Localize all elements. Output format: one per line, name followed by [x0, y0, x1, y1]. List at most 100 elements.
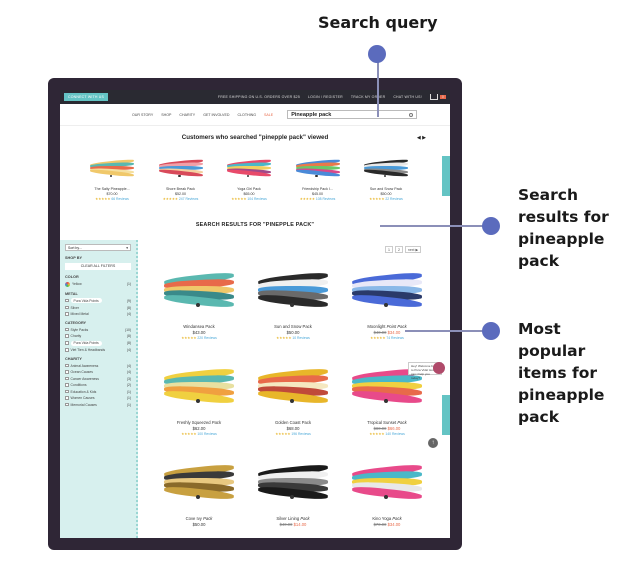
product-name[interactable]: Golden Coast Pack: [274, 420, 312, 425]
product-name[interactable]: Moonlight Point Pack: [367, 324, 407, 329]
product-name[interactable]: The Salty Pineapple...: [94, 187, 130, 191]
page-1[interactable]: 1: [385, 246, 393, 253]
review-count[interactable]: 74 Reviews: [386, 336, 404, 340]
sort-select[interactable]: Sort by... ▾: [65, 244, 131, 251]
filter-option[interactable]: Women Causes(1): [65, 396, 131, 400]
checkbox[interactable]: [65, 396, 69, 400]
filter-option[interactable]: Education & Kids(1): [65, 390, 131, 394]
checkbox[interactable]: [65, 402, 69, 407]
product-name[interactable]: Windansea Pack: [183, 324, 215, 329]
filter-option[interactable]: Charity(8): [65, 334, 131, 338]
review-count[interactable]: 100 Reviews: [197, 432, 217, 436]
filter-option[interactable]: Silver(8): [65, 306, 131, 310]
viewed-product-card[interactable]: The Salty Pineapple...$70.00★★★★★ 66 Rev…: [84, 153, 140, 201]
result-product-card[interactable]: Sun and Snow Pack$50.00★★★★★ 10 Reviews: [246, 260, 340, 354]
page-2[interactable]: 2: [394, 246, 403, 253]
chat-avatar[interactable]: [433, 362, 445, 374]
search-icon[interactable]: [409, 112, 414, 117]
filter-option[interactable]: Memorial Causes(1): [65, 403, 131, 407]
product-image[interactable]: [295, 153, 340, 183]
viewed-product-card[interactable]: Yoga Girl Pack$65.00★★★★★ 104 Reviews: [221, 153, 277, 201]
review-count[interactable]: 220 Reviews: [197, 336, 217, 340]
checkbox[interactable]: [65, 348, 69, 352]
checkbox[interactable]: [65, 298, 69, 303]
checkbox[interactable]: [65, 334, 69, 338]
reviews-side-tab[interactable]: [442, 156, 450, 196]
nav-sale[interactable]: SALE: [264, 112, 274, 117]
product-name[interactable]: Freshly Squeezed Pack: [176, 420, 222, 425]
checkbox[interactable]: [65, 327, 69, 332]
product-image[interactable]: [163, 452, 235, 512]
nav-our-story[interactable]: OUR STORY: [132, 112, 154, 117]
product-image[interactable]: [89, 153, 135, 183]
product-image[interactable]: [351, 260, 423, 320]
review-count[interactable]: 140 Reviews: [385, 432, 405, 436]
nav-charity[interactable]: CHARITY: [179, 112, 196, 117]
product-image[interactable]: [226, 153, 272, 183]
filter-option[interactable]: Pura Vida Points(9): [65, 298, 131, 303]
product-image[interactable]: [257, 356, 329, 416]
checkbox[interactable]: [65, 305, 69, 310]
checkbox[interactable]: [65, 389, 69, 394]
product-image[interactable]: [351, 356, 423, 416]
checkbox[interactable]: [65, 383, 69, 387]
clear-filters-button[interactable]: CLEAR ALL FILTERS: [65, 263, 131, 270]
product-image[interactable]: [257, 452, 329, 512]
review-count[interactable]: 247 Reviews: [178, 197, 199, 201]
checkbox[interactable]: [65, 312, 69, 316]
filter-option[interactable]: Style Packs(10): [65, 328, 131, 332]
result-product-card[interactable]: Moonlight Point Pack$40.00 $34.00★★★★★ 7…: [340, 260, 434, 354]
result-product-card[interactable]: Cove Ivy Pack$50.00: [152, 452, 246, 538]
checkbox[interactable]: [65, 341, 69, 345]
product-image[interactable]: [158, 153, 203, 183]
product-image[interactable]: [163, 260, 235, 320]
rewards-side-tab[interactable]: [442, 395, 450, 435]
checkbox[interactable]: [65, 363, 69, 368]
product-name[interactable]: Kino Yoga Pack: [372, 516, 402, 521]
product-name[interactable]: Sun and Snow Pack: [369, 187, 403, 191]
checkbox[interactable]: [65, 376, 69, 381]
product-image[interactable]: [257, 260, 329, 320]
filter-option[interactable]: Mixed Metal(4): [65, 312, 131, 316]
cart-icon[interactable]: [429, 94, 438, 100]
color-filter-yellow[interactable]: Yellow (1): [65, 281, 131, 287]
result-product-card[interactable]: Windansea Pack$43.00★★★★★ 220 Reviews: [152, 260, 246, 354]
chat-link[interactable]: CHAT WITH US!: [393, 95, 422, 99]
review-count[interactable]: 22 Reviews: [385, 197, 403, 201]
search-input[interactable]: Pineapple pack: [287, 110, 418, 119]
product-name[interactable]: Tropical Sunset Pack: [367, 420, 407, 425]
connect-button[interactable]: CONNECT WITH US: [64, 93, 108, 101]
product-name[interactable]: Friendship Pack I...: [302, 187, 333, 191]
product-name[interactable]: Silver Lining Pack: [276, 516, 310, 521]
product-name[interactable]: Sun and Snow Pack: [274, 324, 312, 329]
product-name[interactable]: Shore Break Pack: [166, 187, 195, 191]
product-image[interactable]: [351, 452, 423, 512]
result-product-card[interactable]: Tropical Sunset Pack$80.00 $66.00★★★★★ 1…: [340, 356, 434, 450]
product-name[interactable]: Yoga Girl Pack: [237, 187, 261, 191]
review-count[interactable]: 108 Reviews: [315, 197, 336, 201]
scroll-top-icon[interactable]: ↑: [428, 438, 438, 448]
filter-option[interactable]: Cancer Awareness(3): [65, 377, 131, 381]
review-count[interactable]: 10 Reviews: [292, 336, 310, 340]
filter-option[interactable]: Viet Tien & Headbands(4): [65, 348, 131, 352]
result-product-card[interactable]: Kino Yoga Pack$70.00 $34.00: [340, 452, 434, 538]
result-product-card[interactable]: Silver Lining Pack$40.00 $14.00: [246, 452, 340, 538]
filter-option[interactable]: Ocean Causes(4): [65, 370, 131, 374]
review-count[interactable]: 104 Reviews: [247, 197, 267, 201]
viewed-product-card[interactable]: Friendship Pack I...$45.00★★★★★ 108 Revi…: [290, 153, 346, 201]
carousel-arrows[interactable]: ◀ ▶: [416, 135, 426, 141]
product-image[interactable]: [163, 356, 235, 416]
product-name[interactable]: Cove Ivy Pack: [185, 516, 213, 521]
filter-option[interactable]: Pura Vida Points(8): [65, 340, 131, 346]
filter-option[interactable]: Animal Awareness(4): [65, 364, 131, 368]
viewed-product-card[interactable]: Sun and Snow Pack$50.00★★★★★ 22 Reviews: [358, 153, 414, 201]
review-count[interactable]: 196 Reviews: [291, 432, 311, 436]
viewed-product-card[interactable]: Shore Break Pack$52.00★★★★★ 247 Reviews: [153, 153, 209, 201]
checkbox[interactable]: [65, 370, 69, 374]
track-order-link[interactable]: TRACK MY ORDER: [350, 95, 386, 99]
nav-shop[interactable]: SHOP: [161, 112, 172, 117]
result-product-card[interactable]: Golden Coast Pack$68.00★★★★★ 196 Reviews: [246, 356, 340, 450]
filter-option[interactable]: Conditions(2): [65, 383, 131, 387]
login-link[interactable]: LOGIN / REGISTER: [307, 95, 343, 99]
product-image[interactable]: [363, 153, 409, 183]
